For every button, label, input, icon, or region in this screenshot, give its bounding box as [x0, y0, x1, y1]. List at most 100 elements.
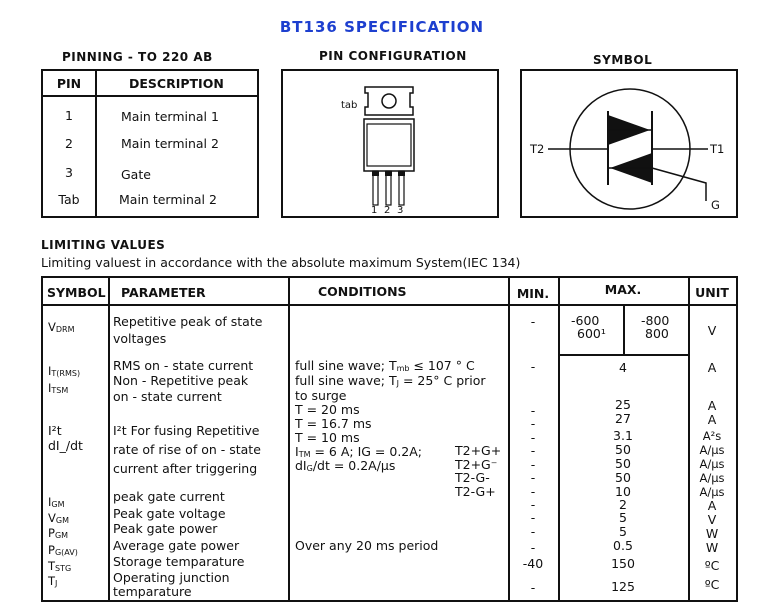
header-unit: UNIT: [695, 285, 729, 300]
min-it-rms: -: [530, 359, 536, 374]
pinning-table: PIN DESCRIPTION 1 Main terminal 1 2 Main…: [41, 69, 259, 218]
symbol-caption: SYMBOL: [593, 53, 653, 67]
triac-symbol-drawing: [548, 88, 708, 210]
cond-itsm-16ms: T = 16.7 ms: [295, 416, 372, 431]
symbol-tstg: TSTG: [48, 559, 72, 573]
param-i2t: I²t For fusing Repetitive: [113, 423, 260, 438]
symbol-it-rms: IT(RMS): [48, 364, 81, 378]
param-tj-line1: Operating junction: [113, 570, 230, 585]
max-it-rms: 4: [619, 360, 627, 375]
pin-config-caption: PIN CONFIGURATION: [319, 49, 467, 63]
param-igm: peak gate current: [113, 489, 225, 504]
unit-i2t: A²s: [702, 429, 722, 443]
min-i2t: -: [530, 430, 536, 445]
unit-pgm: W: [705, 526, 719, 541]
unit-didt: A/µs: [699, 457, 725, 471]
cond-itsm-line1: full sine wave; TJ = 25° C prior: [295, 373, 486, 389]
min-pgav: -: [530, 540, 536, 555]
limiting-values-table: SYMBOL PARAMETER CONDITIONS MIN. MAX. UN…: [41, 276, 738, 602]
quadrant-label: T2+G⁻: [455, 457, 498, 472]
min-didt: -: [530, 457, 536, 472]
cond-itsm-line2: to surge: [295, 388, 347, 403]
pin-label-1: 1: [371, 205, 378, 216]
unit-didt: A/µs: [699, 471, 725, 485]
pin-number: 3: [65, 165, 73, 180]
param-it-rms: RMS on - state current: [113, 358, 254, 373]
pin-number: 2: [65, 136, 73, 151]
min-itsm-16ms: -: [530, 416, 536, 431]
terminal-t1-label: T1: [710, 142, 725, 156]
to220-package-drawing: [363, 86, 415, 206]
max-igm: 2: [619, 497, 627, 512]
unit-igm: A: [707, 498, 717, 513]
max-didt: 10: [615, 484, 631, 499]
max-vdrm-800: 800: [645, 326, 669, 341]
pinning-head-pin: PIN: [56, 76, 82, 91]
quadrant-label: T2+G+: [455, 443, 502, 458]
param-vdrm-line2: voltages: [113, 331, 167, 346]
cond-didt-line1: ITM = 6 A; IG = 0.2A;: [295, 444, 423, 460]
quadrant-label: T2-G+: [455, 484, 496, 499]
unit-didt: A/µs: [699, 485, 725, 499]
pin-label-3: 3: [397, 205, 404, 216]
pin-number: 1: [65, 108, 73, 123]
param-pgm: Peak gate power: [113, 521, 218, 536]
cond-it-rms: full sine wave; Tmb ≤ 107 ° C: [295, 358, 475, 374]
param-didt-line2: current after triggering: [113, 461, 258, 476]
pin-description: Main terminal 2: [121, 136, 219, 151]
pin-number: Tab: [58, 192, 80, 207]
unit-itsm-20ms: A: [707, 398, 717, 413]
symbol-igm: IGM: [48, 495, 65, 509]
max-vdrm-600: 600¹: [577, 326, 606, 341]
unit-didt: A/µs: [699, 443, 725, 457]
param-tj-line2: temparature: [113, 584, 192, 599]
max-tj: 125: [611, 579, 635, 594]
limiting-values-heading: LIMITING VALUES: [41, 238, 166, 252]
min-vdrm: -: [530, 314, 536, 329]
cond-itsm-20ms: T = 20 ms: [295, 402, 360, 417]
param-itsm-line1: Non - Repetitive peak: [113, 373, 249, 388]
unit-tstg: ºC: [704, 558, 720, 573]
max-didt: 50: [615, 442, 631, 457]
max-vdrm-600-neg: -600: [571, 313, 600, 328]
min-didt: -: [530, 470, 536, 485]
header-parameter: PARAMETER: [121, 285, 206, 300]
pin-label-2: 2: [384, 205, 391, 216]
param-itsm-line2: on - state current: [113, 389, 222, 404]
min-didt: -: [530, 443, 536, 458]
min-didt: -: [530, 484, 536, 499]
cond-i2t: T = 10 ms: [295, 430, 360, 445]
max-vdrm-800-neg: -800: [641, 313, 670, 328]
unit-itsm-16ms: A: [707, 412, 717, 427]
param-vgm: Peak gate voltage: [113, 506, 226, 521]
unit-vdrm: V: [707, 323, 717, 338]
max-pgav: 0.5: [613, 538, 633, 553]
terminal-t2-label: T2: [530, 142, 545, 156]
tab-label: tab: [341, 100, 358, 111]
pin-description: Gate: [121, 167, 151, 182]
page-title: BT136 SPECIFICATION: [279, 18, 485, 36]
header-min: MIN.: [516, 286, 550, 301]
cond-didt-line2: dIG/dt = 0.2A/µs: [295, 458, 396, 474]
max-itsm-20ms: 25: [615, 397, 631, 412]
unit-vgm: V: [707, 512, 717, 527]
min-tstg: -40: [522, 556, 544, 571]
unit-pgav: W: [705, 540, 719, 555]
max-tstg: 150: [611, 556, 635, 571]
max-pgm: 5: [619, 524, 627, 539]
cond-pgav: Over any 20 ms period: [295, 538, 439, 553]
symbol-box: T2 T1 G: [520, 69, 738, 218]
param-pgav: Average gate power: [113, 538, 240, 553]
limiting-values-subtitle: Limiting valuest in accordance with the …: [41, 255, 521, 270]
symbol-itsm: ITSM: [48, 381, 69, 395]
max-i2t: 3.1: [613, 428, 633, 443]
pinning-head-desc: DESCRIPTION: [129, 76, 224, 91]
pinning-caption: PINNING - TO 220 AB: [62, 50, 213, 64]
pin-description: Main terminal 2: [119, 192, 217, 207]
symbol-tj: TJ: [48, 574, 58, 588]
max-vgm: 5: [619, 510, 627, 525]
gate-g-label: G: [711, 198, 720, 212]
unit-tj: ºC: [704, 577, 720, 592]
pin-description: Main terminal 1: [121, 109, 219, 124]
pin-config-box: tab 1 2 3: [281, 69, 499, 218]
